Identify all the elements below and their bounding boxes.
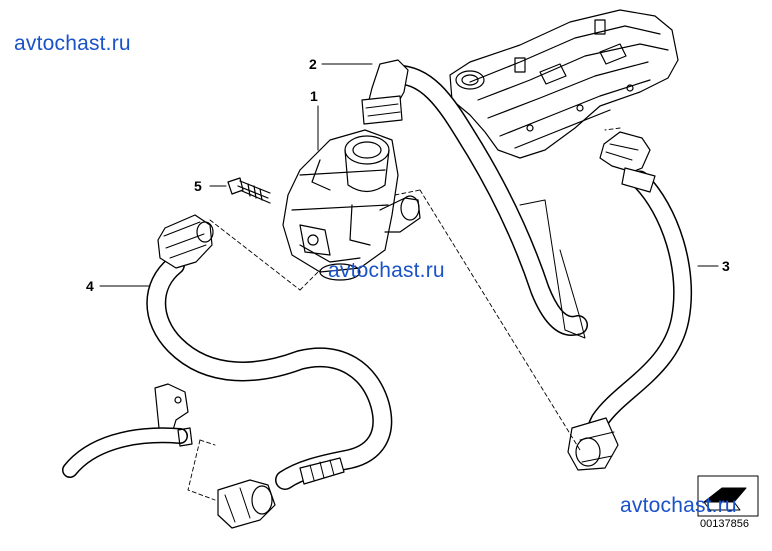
callout-1: 1 [310, 88, 318, 104]
leader-lines [99, 63, 719, 287]
watermark-center: avtochast.ru [328, 259, 445, 282]
callout-5: 5 [194, 178, 202, 194]
cylinder-head-cover [449, 9, 679, 159]
hose-3 [567, 131, 693, 471]
hose-4 [146, 214, 393, 529]
doc-stamp [697, 475, 759, 517]
callout-2: 2 [309, 56, 317, 72]
bolt [227, 177, 271, 204]
bracket-and-pipe [62, 383, 193, 478]
callout-3: 3 [722, 258, 730, 274]
watermark-top-left: avtochast.ru [14, 32, 131, 55]
document-number: 00137856 [700, 518, 749, 530]
oil-separator [282, 129, 421, 281]
reference-lines [187, 127, 621, 501]
hose-2 [361, 59, 588, 339]
watermark-bottom-right: avtochast.ru [620, 494, 737, 517]
callout-4: 4 [86, 278, 94, 294]
